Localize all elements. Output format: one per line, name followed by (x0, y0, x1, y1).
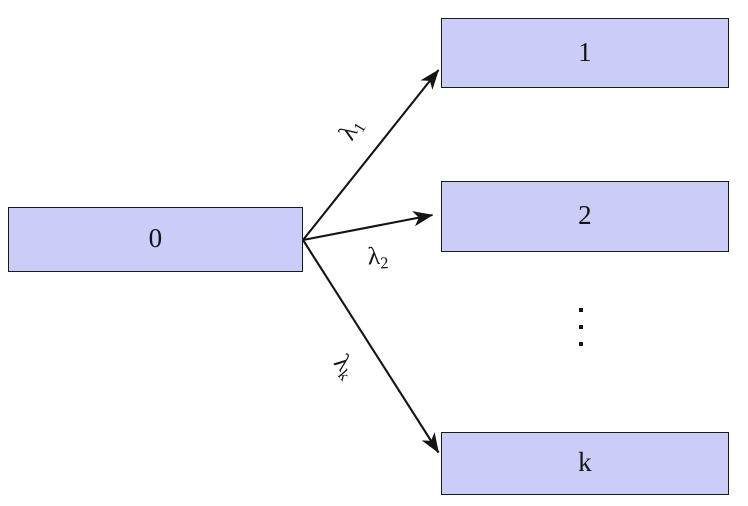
ellipsis-dot (579, 342, 583, 346)
edge-lambda-1-line (302, 69, 440, 241)
node-target-1-label: 1 (578, 36, 592, 67)
ellipsis-dot (579, 308, 583, 312)
node-source-0[interactable]: 0 (8, 207, 303, 272)
node-target-k[interactable]: k (441, 432, 729, 495)
vertical-ellipsis-icon (576, 308, 586, 346)
node-source-0-label: 0 (148, 223, 163, 253)
edge-label-lambda-2: λ2 (367, 242, 389, 273)
node-target-2[interactable]: 2 (441, 181, 729, 252)
edge-label-lambda-2-subscript: 2 (379, 253, 389, 273)
ellipsis-dot (579, 325, 583, 329)
node-target-k-label: k (578, 447, 592, 477)
node-target-2-label: 2 (578, 200, 592, 230)
edge-lambda-2-line (302, 211, 434, 242)
edge-label-lambda-2-symbol: λ (367, 242, 381, 271)
node-target-1[interactable]: 1 (441, 18, 729, 88)
edge-lambda-k-line (302, 239, 440, 454)
